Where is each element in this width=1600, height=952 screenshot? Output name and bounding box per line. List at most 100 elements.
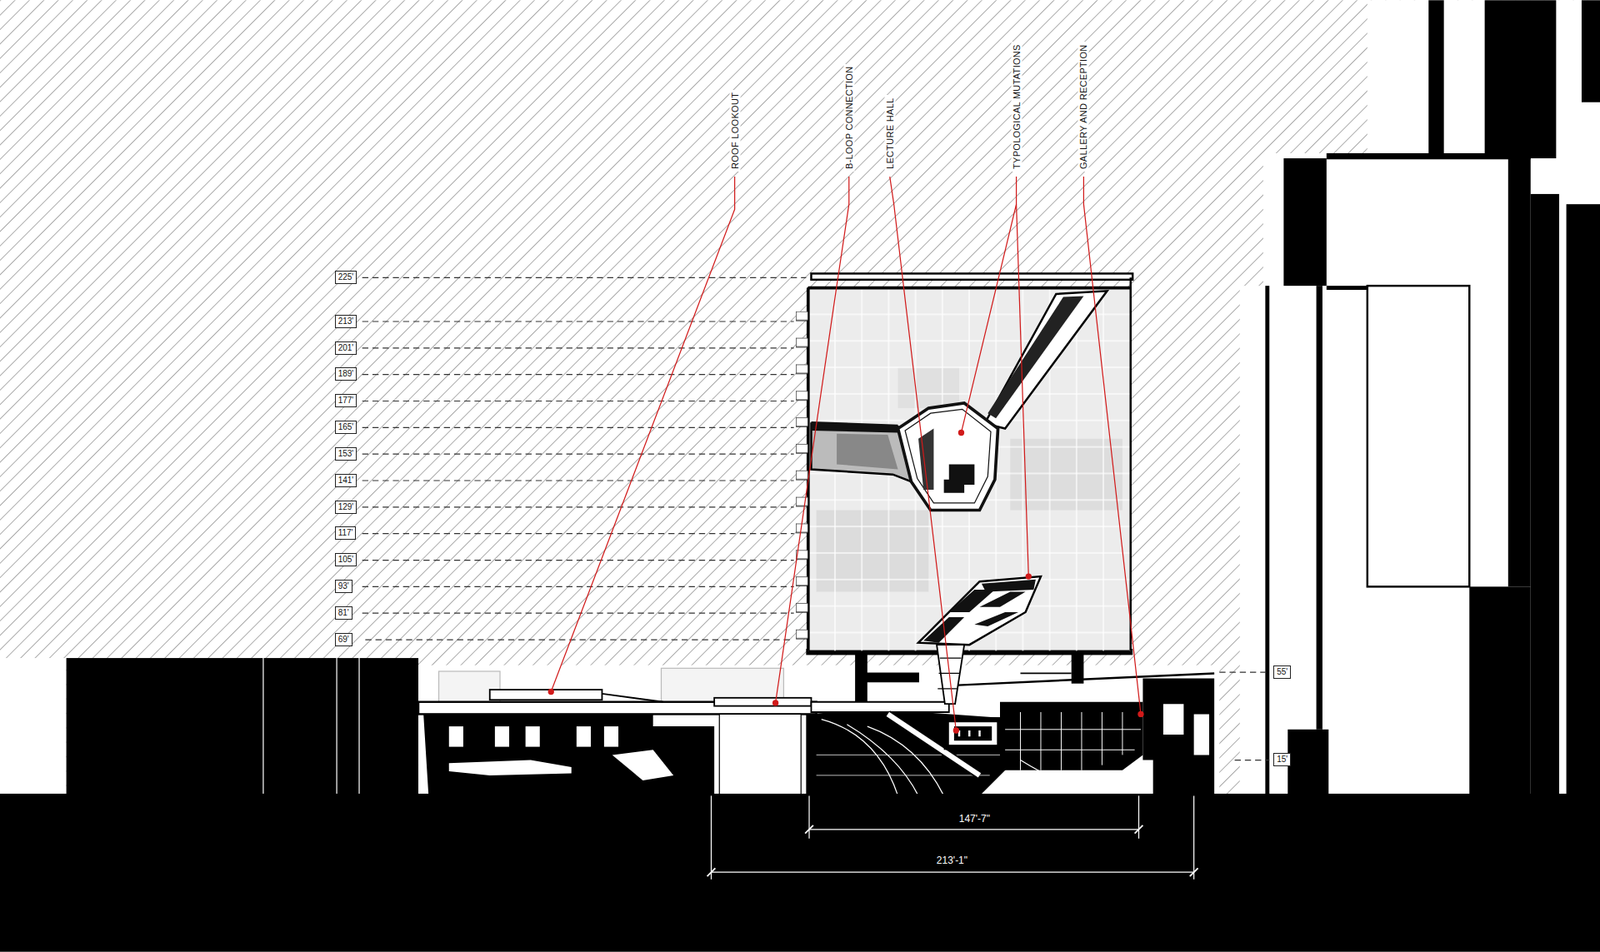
leader-dots	[548, 430, 1145, 735]
leader-lines	[775, 176, 850, 704]
podium	[490, 690, 603, 700]
elevation-tag: 15'	[1273, 753, 1291, 767]
elevation-tag: 69'	[335, 633, 353, 647]
tower	[949, 590, 995, 613]
elevation-value: 117'	[338, 528, 354, 539]
right-buildings	[1367, 0, 1600, 796]
callout-label: LECTURE HALL	[884, 95, 895, 172]
right-buildings	[1508, 158, 1531, 587]
leader-lines	[550, 176, 1141, 731]
callout-label: TYPOLOGICAL MUTATIONS	[1010, 41, 1022, 172]
tower	[944, 464, 975, 493]
elevation-lines	[1235, 760, 1270, 761]
podium	[944, 717, 1003, 750]
dimension-lines	[805, 825, 814, 835]
tower	[855, 651, 868, 703]
podium	[495, 726, 510, 747]
elevation-value: 81'	[338, 608, 350, 619]
right-buildings	[1530, 194, 1560, 796]
tower	[808, 288, 1131, 652]
right-buildings	[1263, 153, 1376, 796]
tower	[905, 409, 991, 504]
right-buildings	[1316, 285, 1323, 730]
elevation-value: 129'	[338, 502, 355, 513]
elevation-lines	[362, 400, 795, 402]
callout-label: B-LOOP CONNECTION	[843, 63, 855, 171]
tower	[808, 288, 1131, 652]
podium	[959, 730, 980, 737]
podium	[1020, 760, 1102, 797]
elevation-value: 15'	[1276, 755, 1288, 765]
dimension-lines	[808, 795, 810, 839]
elevation-lines	[362, 427, 795, 429]
left-building	[0, 658, 67, 796]
tower	[985, 290, 1108, 429]
podium	[821, 720, 899, 797]
podium	[576, 726, 591, 747]
tower	[1071, 651, 1085, 685]
dimension-lines	[707, 868, 716, 877]
podium	[805, 709, 1020, 796]
dimension-label: 213'-1"	[933, 855, 971, 867]
callout-label: ROOF LOOKOUT	[729, 89, 740, 171]
elevation-lines	[362, 277, 807, 279]
right-buildings	[1485, 0, 1557, 159]
elevation-lines	[362, 586, 795, 588]
elevation-lines	[362, 320, 795, 322]
podium	[810, 702, 949, 713]
podium	[1163, 704, 1210, 755]
tower	[836, 434, 898, 470]
elevation-lines	[362, 480, 795, 481]
podium	[449, 760, 572, 776]
podium	[423, 714, 715, 796]
dimension-lines	[1138, 795, 1140, 839]
right-buildings	[1240, 0, 1600, 796]
elevation-lines	[362, 613, 795, 615]
left-building	[66, 658, 419, 796]
elevation-value: 165'	[338, 422, 355, 433]
podium	[867, 726, 945, 796]
ground	[0, 794, 1600, 952]
elevation-lines	[362, 277, 1270, 760]
elevation-value: 93'	[338, 581, 350, 592]
dimension-lines	[707, 795, 1199, 880]
elevation-value: 213'	[338, 316, 355, 327]
tower	[795, 311, 809, 649]
elevation-tag: 55'	[1273, 665, 1291, 680]
podium	[949, 722, 998, 745]
dimension-lines	[710, 795, 712, 880]
podium	[846, 725, 919, 797]
leader-dots	[548, 689, 555, 695]
dimension-lines	[1135, 825, 1144, 835]
podium	[525, 726, 540, 747]
podium	[1142, 679, 1215, 797]
elevation-tag: 93'	[335, 580, 353, 594]
elevation-tag: 105'	[335, 553, 358, 567]
elevation-lines	[362, 560, 795, 561]
tower	[980, 591, 1026, 607]
elevation-tag: 177'	[335, 394, 358, 408]
leader-dots	[958, 430, 965, 436]
tower	[795, 273, 1133, 705]
elevation-lines	[362, 347, 795, 349]
podium	[719, 714, 801, 796]
tower	[918, 429, 934, 490]
elevation-value: 141'	[338, 475, 355, 486]
elevation-lines	[362, 454, 795, 455]
leader-lines	[1016, 204, 1030, 577]
elevation-lines	[1219, 672, 1270, 674]
podium	[601, 694, 663, 703]
elevation-tag: 117'	[335, 526, 357, 540]
podium	[954, 726, 992, 741]
leader-lines	[960, 176, 1016, 433]
leader-dots	[953, 727, 960, 734]
tower	[810, 421, 898, 433]
podium	[604, 726, 619, 747]
elevation-value: 153'	[338, 449, 355, 460]
elevation-value: 69'	[338, 635, 350, 645]
left-building	[335, 658, 337, 796]
elevation-value: 55'	[1276, 667, 1288, 678]
tower	[1130, 277, 1132, 651]
